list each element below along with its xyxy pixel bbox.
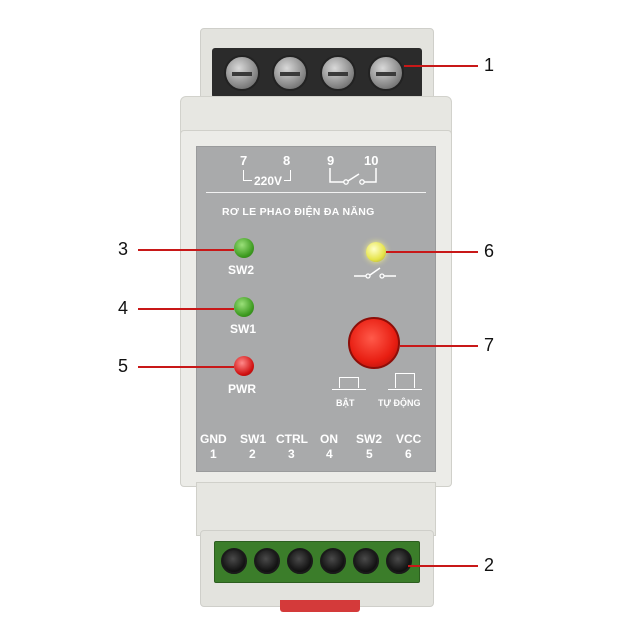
terminal-label-7: 7 xyxy=(240,153,248,168)
sw1-led xyxy=(234,297,254,317)
sw2-led-label: SW2 xyxy=(228,263,255,277)
callout-line-6 xyxy=(386,251,478,253)
terminal-screw-8 xyxy=(272,55,308,91)
callout-line-1 xyxy=(404,65,478,67)
callout-line-7 xyxy=(400,345,478,347)
pin-name-3: CTRL xyxy=(276,432,308,446)
callout-label-3: 3 xyxy=(118,239,129,259)
terminal-screw-6 xyxy=(386,548,412,574)
panel-divider xyxy=(206,192,426,193)
pin-num-1: 1 xyxy=(210,447,217,461)
terminal-screw-1 xyxy=(221,548,247,574)
terminal-screw-7 xyxy=(224,55,260,91)
callout-line-3 xyxy=(138,249,234,251)
callout-label-5: 5 xyxy=(118,356,129,376)
auto-mode-label: TỰ ĐỘNG xyxy=(378,398,421,408)
callout-label-4: 4 xyxy=(118,298,129,318)
callout-line-5 xyxy=(138,366,234,368)
terminal-label-10: 10 xyxy=(364,153,379,168)
pwr-led-label: PWR xyxy=(228,382,256,396)
pin-num-2: 2 xyxy=(249,447,256,461)
relay-status-led xyxy=(366,242,386,262)
callout-label-2: 2 xyxy=(484,555,495,575)
bottom-terminal-block xyxy=(214,541,420,583)
pin-name-4: ON xyxy=(320,432,338,446)
switch-symbol-icon xyxy=(354,267,396,279)
terminal-label-8: 8 xyxy=(283,153,291,168)
pin-name-1: GND xyxy=(200,432,227,446)
terminal-screw-10 xyxy=(368,55,404,91)
callout-label-1: 1 xyxy=(484,55,495,75)
callout-label-7: 7 xyxy=(484,335,495,355)
terminal-screw-3 xyxy=(287,548,313,574)
terminal-screw-9 xyxy=(320,55,356,91)
relay-contact-icon xyxy=(329,168,377,185)
pin-num-5: 5 xyxy=(366,447,373,461)
sw2-led xyxy=(234,238,254,258)
terminal-screw-4 xyxy=(320,548,346,574)
callout-line-2 xyxy=(408,565,478,567)
pin-name-2: SW1 xyxy=(240,432,267,446)
callout-label-6: 6 xyxy=(484,241,495,261)
sw1-led-label: SW1 xyxy=(230,322,257,336)
mode-push-button[interactable] xyxy=(348,317,400,369)
panel-title: RƠ LE PHAO ĐIỆN ĐA NĂNG xyxy=(222,206,375,218)
terminal-screw-2 xyxy=(254,548,280,574)
pwr-led xyxy=(234,356,254,376)
pin-num-6: 6 xyxy=(405,447,412,461)
on-mode-label: BẬT xyxy=(336,398,355,408)
housing-lower-section xyxy=(196,482,436,536)
pin-name-5: SW2 xyxy=(356,432,383,446)
voltage-label: 220V xyxy=(252,174,285,188)
pin-name-6: VCC xyxy=(396,432,422,446)
din-rail-clip xyxy=(280,600,360,612)
pin-num-4: 4 xyxy=(326,447,333,461)
on-mode-icon xyxy=(332,377,366,390)
callout-line-4 xyxy=(138,308,234,310)
auto-mode-icon xyxy=(388,373,422,390)
terminal-label-9: 9 xyxy=(327,153,335,168)
terminal-screw-5 xyxy=(353,548,379,574)
pin-num-3: 3 xyxy=(288,447,295,461)
